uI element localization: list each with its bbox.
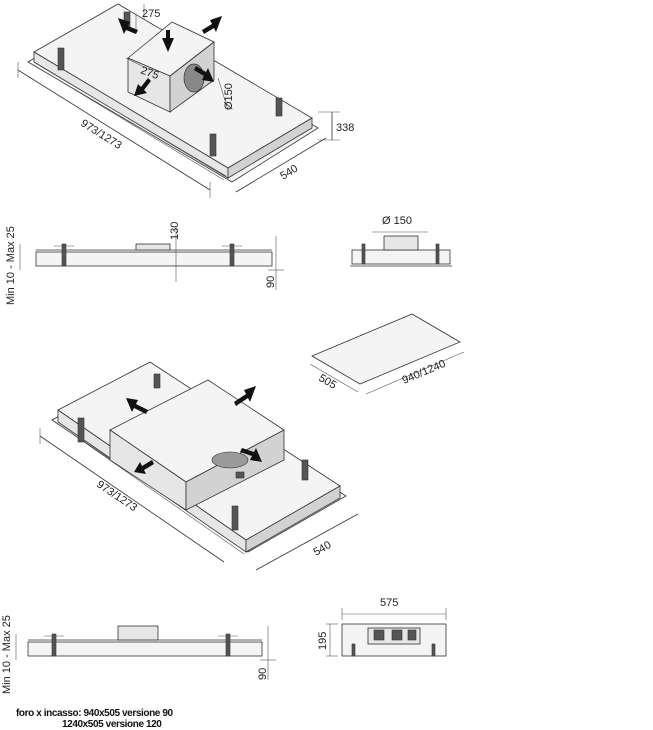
note-line-1: foro x incasso: 940x505 versione 90 — [16, 708, 173, 719]
isometric-bottom-view: 973/1273 540 — [39, 361, 359, 571]
dim-width: 540 — [278, 163, 300, 183]
central-housing-right — [185, 429, 285, 511]
dim-min-max-2: Min 10 - Max 25 — [1, 615, 13, 694]
airflow-arrow — [134, 78, 151, 96]
dim-height: 338 — [336, 122, 354, 134]
mount-bracket — [57, 47, 65, 71]
airflow-arrow — [118, 18, 138, 34]
dim-length-2: 973/1273 — [94, 479, 139, 515]
duct-outlet — [183, 63, 205, 93]
dim-duct-diameter-front: Ø 150 — [382, 215, 412, 227]
airflow-arrow — [202, 16, 222, 34]
note-line-2: 1240x505 versione 120 — [62, 719, 162, 730]
airflow-arrow-2 — [240, 448, 262, 462]
dim-90: 90 — [265, 276, 277, 288]
dim-cutout-short: 505 — [317, 372, 339, 392]
dim-width-2: 540 — [312, 539, 334, 559]
side-view-1: Min 10 - Max 25 130 90 — [5, 222, 284, 305]
airflow-arrow — [162, 30, 174, 52]
installation-note: foro x incasso: 940x505 versione 90 1240… — [16, 708, 173, 730]
dim-130: 130 — [169, 222, 181, 240]
dim-90-2: 90 — [257, 668, 269, 680]
airflow-arrow-2 — [134, 460, 154, 474]
hood-body-right-2 — [245, 485, 341, 553]
mount-bracket — [209, 133, 217, 157]
dim-min-max: Min 10 - Max 25 — [5, 226, 17, 305]
airflow-arrow — [194, 66, 214, 82]
dim-195: 195 — [317, 632, 329, 650]
motor-opening — [211, 451, 249, 469]
ceiling-cutout — [311, 313, 461, 385]
mount-bracket — [275, 97, 283, 117]
dim-duct-diameter: Ø150 — [223, 83, 235, 110]
dim-box-a: 275 — [142, 8, 160, 20]
cutout-plate: 505 940/1240 — [309, 313, 465, 395]
dim-575: 575 — [380, 597, 398, 609]
isometric-top-view: 275 275 Ø150 338 973/1273 540 — [17, 3, 354, 198]
dim-length: 973/1273 — [78, 117, 123, 151]
front-view-2: 575 195 — [317, 597, 447, 657]
hood-body-right — [227, 117, 313, 179]
dim-box-b: 275 — [139, 65, 160, 83]
airflow-arrow-2 — [234, 386, 256, 406]
airflow-arrow-2 — [126, 398, 148, 414]
side-view-2: Min 10 - Max 25 90 — [1, 615, 276, 694]
front-view-1: Ø 150 — [350, 215, 452, 267]
